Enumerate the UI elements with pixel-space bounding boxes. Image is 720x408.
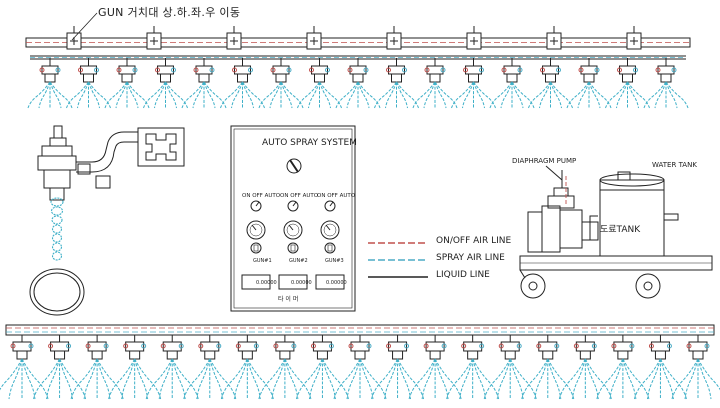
top-nozzle bbox=[66, 58, 111, 109]
rail-bracket bbox=[386, 26, 402, 50]
top-nozzle bbox=[104, 58, 150, 109]
rail-bracket bbox=[66, 26, 82, 50]
top-rail-nozzles bbox=[27, 58, 689, 109]
counter-display-3: 0.00000 bbox=[326, 280, 347, 286]
top-nozzle bbox=[143, 58, 188, 109]
top-nozzle bbox=[297, 58, 342, 109]
counter-display-1: 0.00000 bbox=[256, 280, 277, 286]
gun-detail-spray bbox=[50, 197, 64, 261]
bottom-nozzle bbox=[145, 335, 199, 400]
rail-bracket bbox=[546, 26, 562, 50]
bottom-rail bbox=[5, 324, 715, 336]
bottom-rail-nozzles bbox=[0, 335, 720, 400]
bottom-nozzle bbox=[0, 335, 49, 400]
top-nozzle bbox=[181, 58, 227, 109]
panel-channel bbox=[241, 200, 271, 290]
panel-channel bbox=[278, 200, 308, 290]
top-nozzle bbox=[451, 58, 496, 109]
bottom-nozzle bbox=[633, 335, 687, 400]
rail-bracket bbox=[226, 26, 242, 50]
top-nozzle bbox=[335, 58, 381, 109]
bottom-nozzle bbox=[558, 335, 612, 400]
switch-label-2: ON OFF AUTO bbox=[280, 193, 319, 199]
panel-channel bbox=[315, 200, 345, 290]
bottom-nozzle bbox=[446, 335, 500, 400]
switch-label-3: ON OFF AUTO bbox=[317, 193, 356, 199]
top-nozzle bbox=[27, 58, 73, 109]
bottom-nozzle bbox=[108, 335, 162, 400]
bottom-nozzle bbox=[483, 335, 537, 400]
top-nozzle bbox=[220, 58, 265, 109]
gun-detail bbox=[29, 125, 185, 316]
bottom-nozzle bbox=[596, 335, 650, 400]
top-nozzle bbox=[489, 58, 535, 109]
water-tank-label: WATER TANK bbox=[652, 161, 697, 169]
rail-bracket bbox=[466, 26, 482, 50]
top-nozzle bbox=[258, 58, 304, 109]
top-nozzle bbox=[412, 58, 458, 109]
rail-bracket bbox=[306, 26, 322, 50]
switch-label-1: ON OFF AUTO bbox=[242, 193, 281, 199]
bottom-nozzle bbox=[183, 335, 237, 400]
bottom-nozzle bbox=[408, 335, 462, 400]
gun-label-2: GUN#2 bbox=[289, 258, 308, 264]
bottom-nozzle bbox=[521, 335, 575, 400]
page-title: GUN 거치대 상.하.좌.우 이동 bbox=[98, 6, 241, 19]
panel-dials bbox=[241, 200, 345, 290]
paint-tank-label: 도료TANK bbox=[600, 225, 641, 235]
top-nozzle bbox=[566, 58, 612, 109]
top-nozzle bbox=[643, 58, 689, 109]
gun-label-3: GUN#3 bbox=[325, 258, 344, 264]
bottom-nozzle bbox=[33, 335, 87, 400]
pump-tank-cart bbox=[519, 165, 713, 299]
panel-title: AUTO SPRAY SYSTEM bbox=[262, 138, 357, 148]
bottom-nozzle bbox=[70, 335, 124, 400]
bottom-nozzle bbox=[258, 335, 312, 400]
top-nozzle bbox=[605, 58, 650, 109]
gun-label-1: GUN#1 bbox=[253, 258, 272, 264]
legend-lines bbox=[368, 242, 428, 278]
title-leader-line bbox=[71, 12, 98, 41]
bottom-nozzle bbox=[371, 335, 425, 400]
legend-liquid-line: LIQUID LINE bbox=[436, 270, 490, 280]
control-panel bbox=[230, 125, 356, 312]
bottom-nozzle bbox=[671, 335, 720, 400]
top-nozzle bbox=[374, 58, 419, 109]
bottom-nozzle bbox=[220, 335, 274, 400]
rail-bracket bbox=[626, 26, 642, 50]
counter-display-2: 0.00000 bbox=[291, 280, 312, 286]
legend-on-off-air-line: ON/OFF AIR LINE bbox=[436, 236, 512, 246]
timer-label: 타 이 머 bbox=[278, 296, 299, 303]
bottom-nozzle bbox=[295, 335, 349, 400]
bottom-nozzle bbox=[333, 335, 387, 400]
rail-bracket bbox=[146, 26, 162, 50]
top-rail bbox=[25, 37, 691, 60]
legend-spray-air-line: SPRAY AIR LINE bbox=[436, 253, 505, 263]
diaphragm-pump-label: DIAPHRAGM PUMP bbox=[512, 157, 577, 165]
top-rail-brackets bbox=[66, 26, 642, 50]
top-nozzle bbox=[528, 58, 573, 109]
